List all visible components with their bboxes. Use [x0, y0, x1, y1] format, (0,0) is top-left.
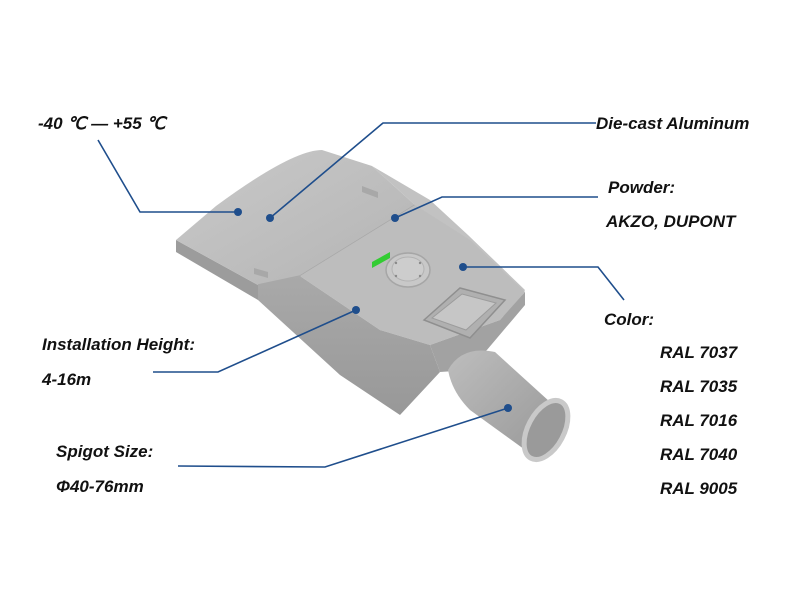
housing-left-edge — [176, 240, 258, 300]
color-value-1: RAL 7037 — [660, 343, 738, 362]
housing-right-face — [430, 292, 525, 372]
spigot-size-title: Spigot Size: — [56, 442, 154, 461]
leader-color — [463, 266, 625, 301]
leader-temperature — [97, 139, 238, 213]
round-cover-inner — [391, 256, 425, 282]
housing-left-top — [176, 150, 415, 285]
color-value-2: RAL 7035 — [660, 377, 738, 396]
cover-screw-3 — [394, 274, 398, 278]
access-door — [430, 293, 498, 331]
dot-temperature — [234, 208, 242, 216]
dot-color — [459, 263, 467, 271]
spigot-opening — [521, 398, 571, 462]
cover-screw-2 — [418, 261, 422, 265]
green-indicator — [372, 252, 390, 268]
leader-spigot — [177, 407, 509, 468]
cover-screw-1 — [394, 261, 398, 265]
powder-title: Powder: — [608, 178, 676, 197]
powder-value: AKZO, DUPONT — [606, 212, 736, 231]
color-title: Color: — [604, 310, 655, 329]
leader-lines — [97, 122, 625, 468]
dot-powder — [391, 214, 399, 222]
installation-height-title: Installation Height: — [42, 335, 195, 354]
leader-installation — [153, 309, 357, 373]
installation-height-value: 4-16m — [42, 370, 92, 389]
dot-material — [266, 214, 274, 222]
spigot-size-value: Φ40-76mm — [56, 477, 144, 496]
color-value-3: RAL 7016 — [660, 411, 738, 430]
leader-dots — [234, 208, 512, 412]
leader-powder — [394, 196, 598, 219]
housing-front-face — [258, 276, 440, 415]
housing-slot-2 — [254, 268, 268, 278]
leader-material — [269, 122, 596, 219]
housing-slot-1 — [362, 186, 378, 198]
spigot-pipe — [448, 350, 550, 452]
cover-screw-4 — [418, 274, 422, 278]
color-value-4: RAL 7040 — [660, 445, 738, 464]
material-label: Die-cast Aluminum — [596, 114, 750, 133]
dot-spigot — [504, 404, 512, 412]
temperature-range-label: -40 ℃ — +55 ℃ — [38, 114, 166, 133]
color-value-5: RAL 9005 — [660, 479, 738, 498]
dot-installation — [352, 306, 360, 314]
